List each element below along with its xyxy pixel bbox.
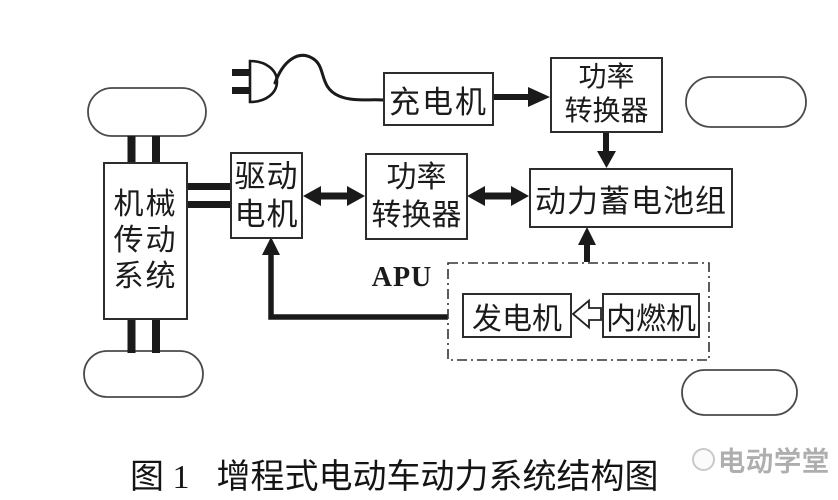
edge-converter-battery2-arrowhead-left — [467, 186, 485, 206]
node-transmission-line2: 传动 — [113, 224, 178, 257]
axle-bottom-right-bar — [152, 319, 160, 353]
edge-apu-motor-line — [268, 253, 448, 320]
figure-caption-title: 增程式电动车动力系统结构图 — [216, 459, 659, 496]
plug-body-icon — [248, 59, 279, 104]
node-battery-pack-label: 动力蓄电池组 — [535, 183, 727, 219]
edge-charger-converter-arrowhead — [528, 87, 550, 107]
wheel-rear-left — [83, 350, 204, 398]
node-generator-label: 发电机 — [472, 302, 562, 336]
node-power-converter-mid: 功率 转换器 — [365, 153, 468, 240]
edge-apu-motor-arrowhead — [262, 237, 280, 255]
plug-prong-bottom — [232, 87, 251, 94]
node-transmission: 机械 传动 系统 — [103, 162, 188, 320]
node-engine: 内燃机 — [602, 293, 700, 338]
node-power-converter-top-line2: 转换器 — [564, 96, 649, 127]
node-engine-label: 内燃机 — [606, 302, 696, 336]
apu-boundary-box — [447, 262, 710, 361]
node-power-converter-mid-line2: 转换器 — [371, 198, 462, 232]
node-generator: 发电机 — [462, 293, 572, 338]
edge-engine-generator-hollow-arrow — [571, 298, 602, 330]
node-transmission-line3: 系统 — [113, 260, 178, 293]
shaft-link-upper — [187, 183, 231, 190]
node-transmission-line1: 机械 — [113, 188, 178, 221]
node-power-converter-top: 功率 转换器 — [550, 57, 663, 133]
node-battery-pack: 动力蓄电池组 — [529, 168, 733, 228]
node-power-converter-mid-line1: 功率 — [386, 160, 447, 194]
edge-converter-battery2-arrowhead-right — [511, 186, 529, 206]
power-cord — [273, 53, 385, 102]
node-drive-motor: 驱动 电机 — [230, 152, 303, 239]
plug-prong-top — [232, 69, 251, 76]
axle-top-right-bar — [152, 136, 160, 164]
node-drive-motor-line2: 电机 — [234, 196, 299, 232]
node-charger: 充电机 — [383, 72, 494, 126]
apu-label: APU — [371, 262, 433, 293]
edge-apu-battery-arrowhead — [578, 227, 596, 245]
axle-bottom-left-bar — [127, 319, 136, 353]
edge-motor-converter-arrowhead-right — [347, 186, 365, 206]
wheel-rear-right — [681, 369, 798, 416]
figure-caption-number: 图 1 — [130, 459, 190, 496]
axle-top-left-bar — [127, 136, 136, 164]
wheel-front-right — [685, 76, 807, 128]
node-power-converter-top-line1: 功率 — [578, 62, 635, 93]
wheel-front-left — [87, 87, 207, 137]
node-drive-motor-line1: 驱动 — [234, 158, 299, 194]
shaft-link-lower — [187, 201, 231, 208]
node-charger-label: 充电机 — [389, 84, 488, 120]
edge-converter-battery-arrowhead — [597, 151, 616, 168]
figure-caption: 图 1 增程式电动车动力系统结构图 — [130, 449, 659, 498]
edge-motor-converter-arrowhead-left — [303, 186, 321, 206]
